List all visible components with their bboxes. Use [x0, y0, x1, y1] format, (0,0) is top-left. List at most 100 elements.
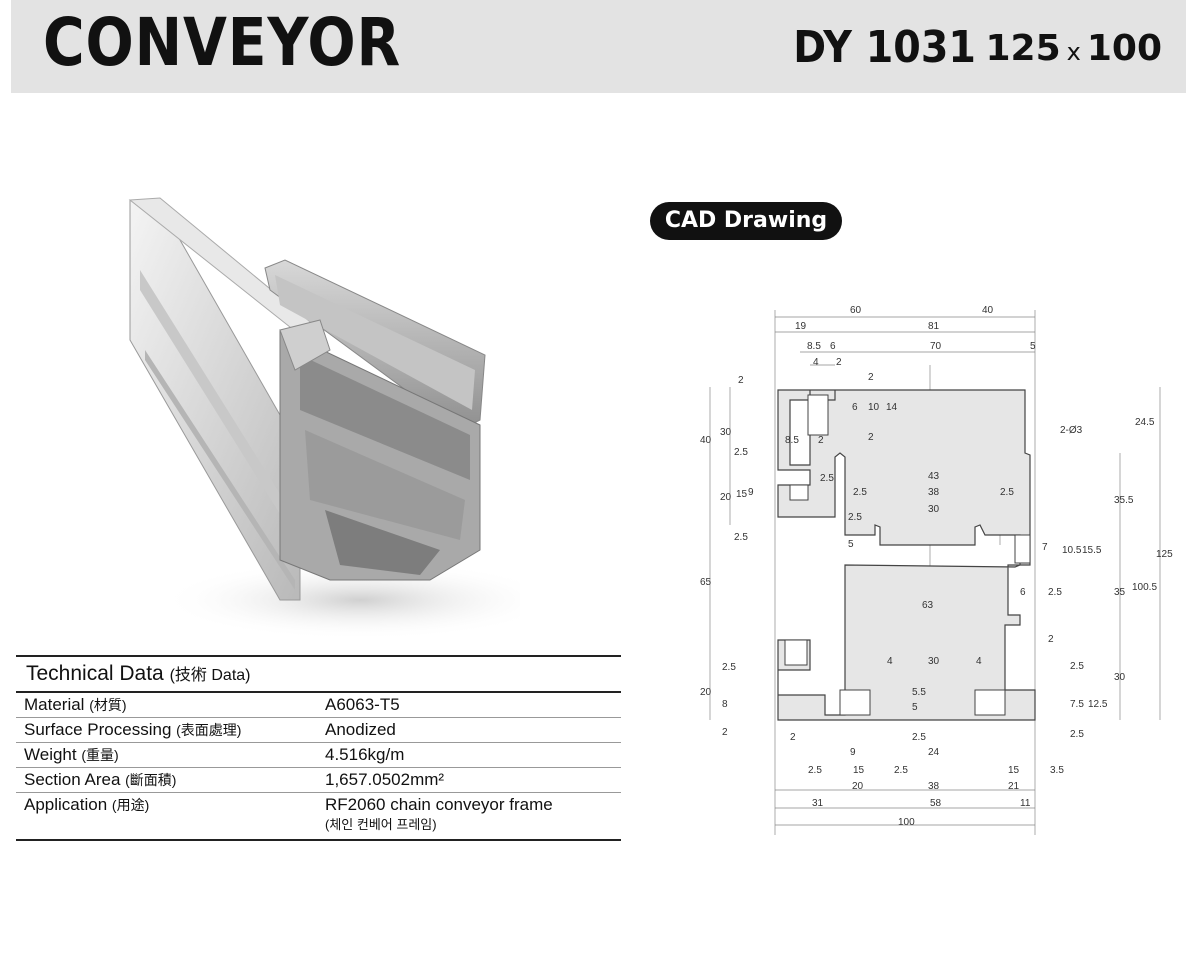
page-title: CONVEYOR — [43, 4, 402, 81]
table-row: Material (材質) A6063-T5 — [16, 693, 621, 718]
table-title: Technical Data (技術 Data) — [16, 657, 621, 693]
table-row: Surface Processing (表面處理) Anodized — [16, 718, 621, 743]
table-title-cn: (技術 Data) — [169, 667, 251, 684]
cad-drawing-badge: CAD Drawing — [650, 202, 842, 240]
table-top-rule — [16, 655, 621, 657]
row-label-cn: (重量) — [81, 747, 119, 763]
dim-label: 15 — [853, 765, 865, 776]
model-number: DY 1031 — [793, 22, 976, 73]
dim-label: 30 — [928, 656, 940, 667]
row-value-sub: (체인 컨베어 프레임) — [325, 817, 437, 832]
dim-label: 30 — [720, 427, 732, 438]
row-label: Application — [24, 795, 108, 814]
dim-label: 8 — [722, 699, 728, 710]
dim-separator: x — [1066, 38, 1081, 66]
dim-label: 2.5 — [853, 487, 867, 498]
row-value: 4.516kg/m — [325, 745, 405, 764]
dim-label: 15 — [1008, 765, 1020, 776]
dim-label: 11 — [1020, 798, 1031, 809]
dim-label: 63 — [922, 600, 934, 611]
dim-label: 2.5 — [1048, 587, 1062, 598]
dim-label: 20 — [700, 687, 712, 698]
row-value: RF2060 chain conveyor frame — [325, 795, 553, 814]
dim-label: 38 — [928, 487, 940, 498]
dim-label: 81 — [928, 321, 940, 332]
dim-label: 15 — [736, 489, 748, 500]
dim-label: 20 — [852, 781, 864, 792]
dim-label: 100 — [898, 817, 915, 828]
technical-data-table: Technical Data (技術 Data) Material (材質) A… — [16, 655, 621, 841]
dim-label: 2.5 — [734, 447, 748, 458]
row-label-cn: (用途) — [111, 797, 150, 813]
dim-height: 100 — [1086, 28, 1162, 69]
dim-label: 6 — [830, 341, 836, 352]
dim-label: 30 — [928, 504, 940, 515]
dim-label: 125 — [1156, 549, 1173, 560]
row-value: 1,657.0502mm² — [325, 770, 445, 789]
dim-label: 6 — [1020, 587, 1026, 598]
profile-slots — [784, 394, 1031, 716]
dim-label: 40 — [700, 435, 712, 446]
dim-label: 8.5 — [785, 435, 799, 446]
dim-label: 2.5 — [734, 532, 748, 543]
dim-label: 20 — [720, 492, 732, 503]
dim-label: 2 — [818, 435, 824, 446]
dim-label: 3.5 — [1050, 765, 1064, 776]
row-value: Anodized — [325, 720, 396, 739]
dim-label: 2.5 — [1070, 661, 1084, 672]
dim-label: 8.5 — [807, 341, 821, 352]
cad-drawing: 60 40 19 81 8.5 6 70 5 4 2 40 30 2 2.5 2… — [700, 305, 1173, 835]
dim-label: 2 — [836, 357, 842, 368]
row-label-cn: (材質) — [89, 697, 127, 713]
dim-label: 2.5 — [808, 765, 822, 776]
dim-label: 2 — [1048, 634, 1054, 645]
dim-label: 5 — [912, 702, 918, 713]
dim-label: 2.5 — [848, 512, 862, 523]
dim-label: 7.5 — [1070, 699, 1084, 710]
dim-label: 10 — [868, 402, 880, 413]
dim-label: 35 — [1114, 587, 1126, 598]
dim-width: 125 — [985, 28, 1061, 69]
dim-label: 2.5 — [1070, 729, 1084, 740]
dimension-labels: 60 40 19 81 8.5 6 70 5 4 2 40 30 2 2.5 2… — [700, 305, 1173, 828]
table-title-text: Technical Data — [26, 662, 164, 685]
dim-label: 2.5 — [820, 473, 834, 484]
product-image — [128, 197, 520, 640]
profile-section — [777, 389, 1036, 721]
dim-label: 2 — [868, 372, 874, 383]
dim-label: 58 — [930, 798, 942, 809]
dim-label: 100.5 — [1132, 582, 1157, 593]
dim-label: 15.5 — [1082, 545, 1102, 556]
dim-label: 70 — [930, 341, 942, 352]
table-row: Section Area (斷面積) 1,657.0502mm² — [16, 768, 621, 793]
table-row: Weight (重量) 4.516kg/m — [16, 743, 621, 768]
row-value: A6063-T5 — [325, 695, 400, 714]
row-label: Weight — [24, 745, 77, 764]
dim-label: 38 — [928, 781, 940, 792]
dim-label: 14 — [886, 402, 898, 413]
dim-label: 6 — [852, 402, 858, 413]
dim-label: 5.5 — [912, 687, 926, 698]
dim-label: 2-Ø3 — [1060, 425, 1083, 436]
dim-label: 2.5 — [894, 765, 908, 776]
row-label: Material — [24, 695, 85, 714]
dim-label: 31 — [812, 798, 824, 809]
row-label-cn: (斷面積) — [125, 772, 177, 788]
dim-label: 4 — [887, 656, 893, 667]
dim-label: 9 — [748, 487, 754, 498]
row-label-cn: (表面處理) — [176, 722, 242, 738]
dim-label: 5 — [848, 539, 854, 550]
dim-label: 2.5 — [1000, 487, 1014, 498]
dim-label: 30 — [1114, 672, 1126, 683]
dim-label: 2.5 — [912, 732, 926, 743]
dim-label: 2 — [868, 432, 874, 443]
dim-label: 65 — [700, 577, 712, 588]
row-label: Section Area — [24, 770, 121, 789]
dim-label: 19 — [795, 321, 807, 332]
dim-label: 5 — [1030, 341, 1036, 352]
dim-label: 10.5 — [1062, 545, 1082, 556]
dim-label: 4 — [813, 357, 819, 368]
dim-label: 9 — [850, 747, 856, 758]
